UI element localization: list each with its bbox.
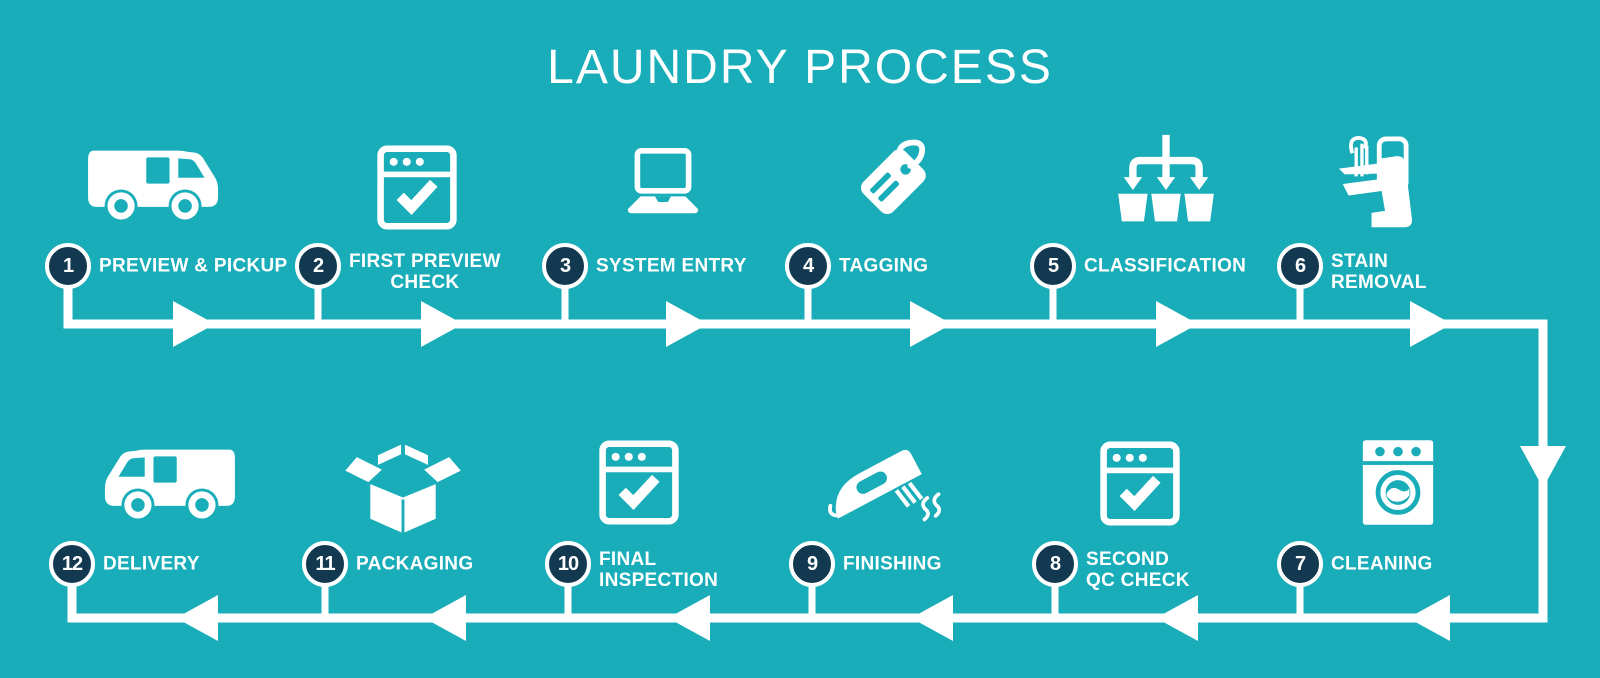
step-3-badge: 3 xyxy=(542,243,588,289)
step-12-badge: 12 xyxy=(49,541,95,587)
arrowhead-down xyxy=(1520,446,1566,488)
step-9-number: 9 xyxy=(806,552,818,575)
arrowheads-left xyxy=(176,595,1450,641)
step-2-badge: 2 xyxy=(295,243,341,289)
step-4-badge: 4 xyxy=(785,243,831,289)
step-7-badge: 7 xyxy=(1277,541,1323,587)
step-6-number: 6 xyxy=(1294,254,1306,277)
step-10-badge: 10 xyxy=(545,541,591,587)
step-4-label: TAGGING xyxy=(839,255,929,277)
step-6-badge: 6 xyxy=(1277,243,1323,289)
step-12-label: DELIVERY xyxy=(103,553,200,575)
step-1-number: 1 xyxy=(62,254,74,277)
step-5-number: 5 xyxy=(1047,254,1059,277)
step-5-label: CLASSIFICATION xyxy=(1084,255,1247,277)
step-5-badge: 5 xyxy=(1030,243,1076,289)
arrowheads-right xyxy=(173,301,1452,347)
step-7-label: CLEANING xyxy=(1331,553,1433,575)
step-11-badge: 11 xyxy=(302,541,348,587)
step-7-number: 7 xyxy=(1294,552,1306,575)
diagram-title: LAUNDRY PROCESS xyxy=(547,41,1053,94)
step-8-badge: 8 xyxy=(1032,541,1078,587)
browser-check-icon xyxy=(1100,441,1180,526)
delivery-van-icon xyxy=(104,449,235,522)
delivery-van-icon xyxy=(88,150,219,223)
price-tag-icon xyxy=(860,139,926,215)
step-9-label: FINISHING xyxy=(843,553,942,575)
badge-stems xyxy=(314,288,1304,618)
step-8-number: 8 xyxy=(1049,552,1061,575)
iron-icon xyxy=(828,449,942,522)
step-3-label: SYSTEM ENTRY xyxy=(596,255,747,277)
washing-machine-icon xyxy=(1362,440,1434,525)
step-10-number: 10 xyxy=(557,552,579,575)
step-1-label: PREVIEW & PICKUP xyxy=(99,255,288,277)
step-3-number: 3 xyxy=(559,254,571,277)
laptop-icon xyxy=(627,148,699,214)
step-12-number: 12 xyxy=(61,552,83,575)
sorting-bins-icon xyxy=(1118,134,1214,222)
step-11-number: 11 xyxy=(315,552,335,575)
open-box-icon xyxy=(345,444,461,534)
step-11-label: PACKAGING xyxy=(356,553,474,575)
step-4-number: 4 xyxy=(802,254,814,277)
browser-check-icon xyxy=(377,145,457,230)
step-9-badge: 9 xyxy=(789,541,835,587)
browser-check-icon xyxy=(599,440,679,525)
stain-removal-machine-icon xyxy=(1338,136,1412,228)
step-1-badge: 1 xyxy=(45,243,91,289)
step-2-number: 2 xyxy=(312,254,324,277)
